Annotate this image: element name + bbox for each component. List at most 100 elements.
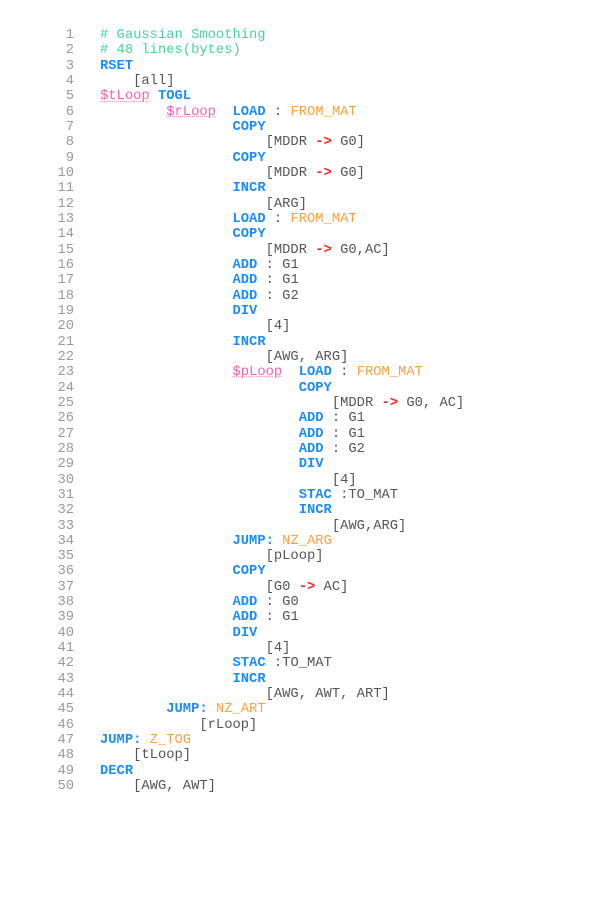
code-line[interactable]: 30 [4] [0,473,600,488]
code-line[interactable]: 50 [AWG, AWT] [0,779,600,794]
code-text [100,381,299,396]
code-line[interactable]: 20 [4] [0,319,600,334]
code-text: [MDDR [100,165,316,181]
code-line[interactable]: 8 [MDDR -> G0] [0,135,600,150]
code-line[interactable]: 48 [tLoop] [0,748,600,763]
code-text: [ARG] [100,196,307,212]
code-line[interactable]: 25 [MDDR -> G0, AC] [0,396,600,411]
line-number: 45 [57,702,74,718]
code-operand: NZ_ART [215,702,266,718]
code-line[interactable]: 2# 48 lines(bytes) [0,43,600,58]
code-keyword: INCR [232,334,266,350]
line-number: 50 [57,779,74,795]
code-keyword: ADD [298,426,324,442]
code-text [100,227,232,242]
code-keyword: STAC [298,487,332,503]
code-line[interactable]: 26 ADD : G1 [0,411,600,426]
line-number: 9 [65,150,74,166]
code-keyword: DIV [232,625,258,641]
line-content: ADD : G1 [100,427,365,442]
code-line[interactable]: 23 $pLoop LOAD : FROM_MAT [0,365,600,380]
code-line[interactable]: 12 [ARG] [0,197,600,212]
code-line[interactable]: 22 [AWG, ARG] [0,350,600,365]
line-content: [all] [100,73,175,89]
code-text: : G1 [323,426,365,442]
code-text: [MDDR [100,135,316,151]
code-line[interactable]: 28 ADD : G2 [0,442,600,457]
code-line[interactable]: 10 [MDDR -> G0] [0,166,600,181]
code-line[interactable]: 35 [pLoop] [0,549,600,564]
code-line[interactable]: 31 STAC :TO_MAT [0,488,600,503]
code-operand: FROM_MAT [290,211,357,227]
code-line[interactable]: 32 INCR [0,503,600,518]
code-line[interactable]: 27 ADD : G1 [0,427,600,442]
line-number: 24 [57,380,74,396]
line-content: [4] [100,641,291,656]
line-number: 48 [57,748,74,764]
code-line[interactable]: 19 DIV [0,304,600,319]
code-line[interactable]: 21 INCR [0,335,600,350]
code-line[interactable]: 46 [rLoop] [0,718,600,733]
code-line[interactable]: 7 COPY [0,120,600,135]
line-content: [AWG, AWT] [100,779,216,794]
code-line[interactable]: 15 [MDDR -> G0,AC] [0,243,600,258]
line-content: [G0 -> AC] [100,580,349,595]
code-line[interactable]: 43 INCR [0,672,600,687]
code-line[interactable]: 44 [AWG, AWT, ART] [0,687,600,702]
line-content: JUMP: Z_TOG [100,733,191,748]
line-number: 44 [57,687,74,703]
line-number: 47 [57,733,74,749]
code-line[interactable]: 34 JUMP: NZ_ARG [0,534,600,549]
code-line[interactable]: 36 COPY [0,564,600,579]
code-line[interactable]: 41 [4] [0,641,600,656]
line-number: 22 [57,349,74,365]
code-line[interactable]: 45 JUMP: NZ_ART [0,702,600,717]
code-line[interactable]: 38 ADD : G0 [0,595,600,610]
line-number: 8 [65,135,74,151]
code-line[interactable]: 13 LOAD : FROM_MAT [0,212,600,227]
line-number: 15 [57,242,74,258]
line-number: 31 [57,487,74,503]
line-number: 12 [57,196,74,212]
code-line[interactable]: 1# Gaussian Smoothing [0,28,600,43]
code-keyword: ADD [232,595,258,611]
code-line[interactable]: 33 [AWG,ARG] [0,519,600,534]
code-line[interactable]: 5$tLoop TOGL [0,89,600,104]
code-keyword: COPY [298,380,332,396]
code-keyword: TOGL [157,89,192,105]
code-line[interactable]: 29 DIV [0,457,600,472]
code-line[interactable]: 11 INCR [0,181,600,196]
code-label: $pLoop [232,365,283,381]
code-line[interactable]: 24 COPY [0,381,600,396]
code-line[interactable]: 40 DIV [0,626,600,641]
line-content: DIV [100,626,257,641]
code-line[interactable]: 47 JUMP: Z_TOG [0,733,600,748]
code-text [100,151,232,166]
code-line[interactable]: 14 COPY [0,227,600,242]
code-text [150,89,158,104]
code-text [282,365,299,380]
line-content: [AWG,ARG] [100,519,407,534]
line-number: 39 [57,610,74,626]
code-text [100,564,232,579]
code-line[interactable]: 17 ADD : G1 [0,273,600,288]
code-keyword: COPY [232,564,266,580]
line-number: 46 [57,717,74,733]
code-text: [all] [100,73,175,89]
line-number: 40 [57,625,74,641]
code-comment: # 48 lines(bytes) [100,43,241,59]
code-line[interactable]: 9 COPY [0,151,600,166]
code-line[interactable]: 42 STAC :TO_MAT [0,656,600,671]
code-line[interactable]: 18 ADD : G2 [0,289,600,304]
code-line[interactable]: 4 [all] [0,74,600,89]
code-line[interactable]: 16 ADD : G1 [0,258,600,273]
code-keyword: JUMP: [100,733,142,749]
code-line[interactable]: 37 [G0 -> AC] [0,580,600,595]
line-number: 23 [57,365,74,381]
code-line[interactable]: 39 ADD : G1 [0,610,600,625]
code-label: $rLoop [166,104,216,120]
code-line[interactable]: 6 $rLoop LOAD : FROM_MAT [0,105,600,120]
